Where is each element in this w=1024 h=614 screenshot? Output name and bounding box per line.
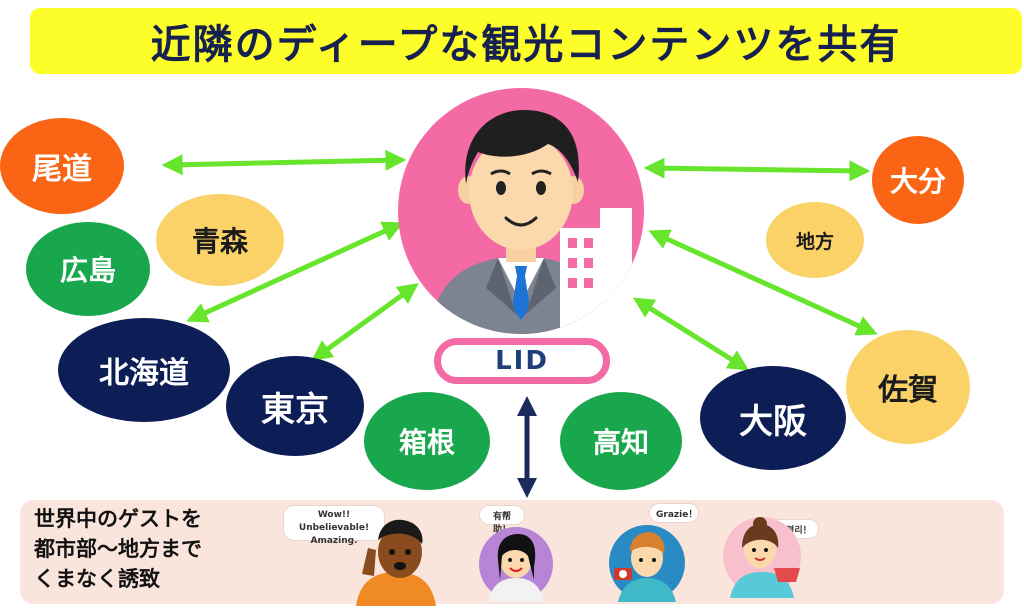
region-saga: 佐賀 (846, 330, 970, 444)
region-osaka: 大阪 (700, 366, 846, 470)
tourist-asian-woman-illustration (479, 527, 553, 602)
speech-bubble-italian: Grazie！ (650, 504, 698, 522)
businessman-illustration (398, 88, 644, 334)
region-tokyo: 東京 (226, 356, 364, 456)
region-hiroshima: 広島 (26, 222, 150, 316)
arrow-hokkaido (186, 221, 404, 323)
region-onomichi: 尾道 (0, 118, 124, 214)
arrow-onomichi (161, 149, 407, 176)
region-oita: 大分 (872, 136, 964, 224)
face (469, 134, 573, 250)
tourist-african-man-illustration (356, 519, 436, 606)
title-banner: 近隣のディープな観光コンテンツを共有 (30, 8, 1022, 74)
speech-bubble-chinese: 有帮助！ (480, 506, 524, 535)
tourist-western-man-illustration (609, 525, 685, 602)
guest-message-line-2: 都市部〜地方まで (34, 537, 202, 561)
tie (512, 266, 530, 320)
lid-label: LID (495, 346, 549, 376)
region-kochi: 高知 (560, 392, 682, 490)
lid-badge: LID (434, 338, 610, 384)
arrow-osaka (632, 297, 750, 371)
guest-message-line-1: 世界中のゲストを (34, 507, 202, 531)
arrow-oita (643, 157, 871, 182)
tourist-korean-woman-illustration (723, 517, 801, 598)
guest-message-line-3: くまなく誘致 (34, 567, 160, 591)
region-aomori: 青森 (156, 194, 284, 286)
region-chiho: 地方 (766, 202, 864, 278)
arrow-tokyo (311, 283, 419, 361)
region-hakone: 箱根 (364, 392, 490, 490)
speech-bubble-english: Wow!! Unbelievable! Amazing. (284, 506, 384, 546)
page-title: 近隣のディープな観光コンテンツを共有 (150, 22, 902, 68)
guest-message: 世界中のゲストを 都市部〜地方まで くまなく誘致 (34, 504, 274, 594)
hair (465, 110, 579, 184)
arrow-saga (648, 229, 878, 336)
region-hokkaido: 北海道 (58, 318, 230, 422)
